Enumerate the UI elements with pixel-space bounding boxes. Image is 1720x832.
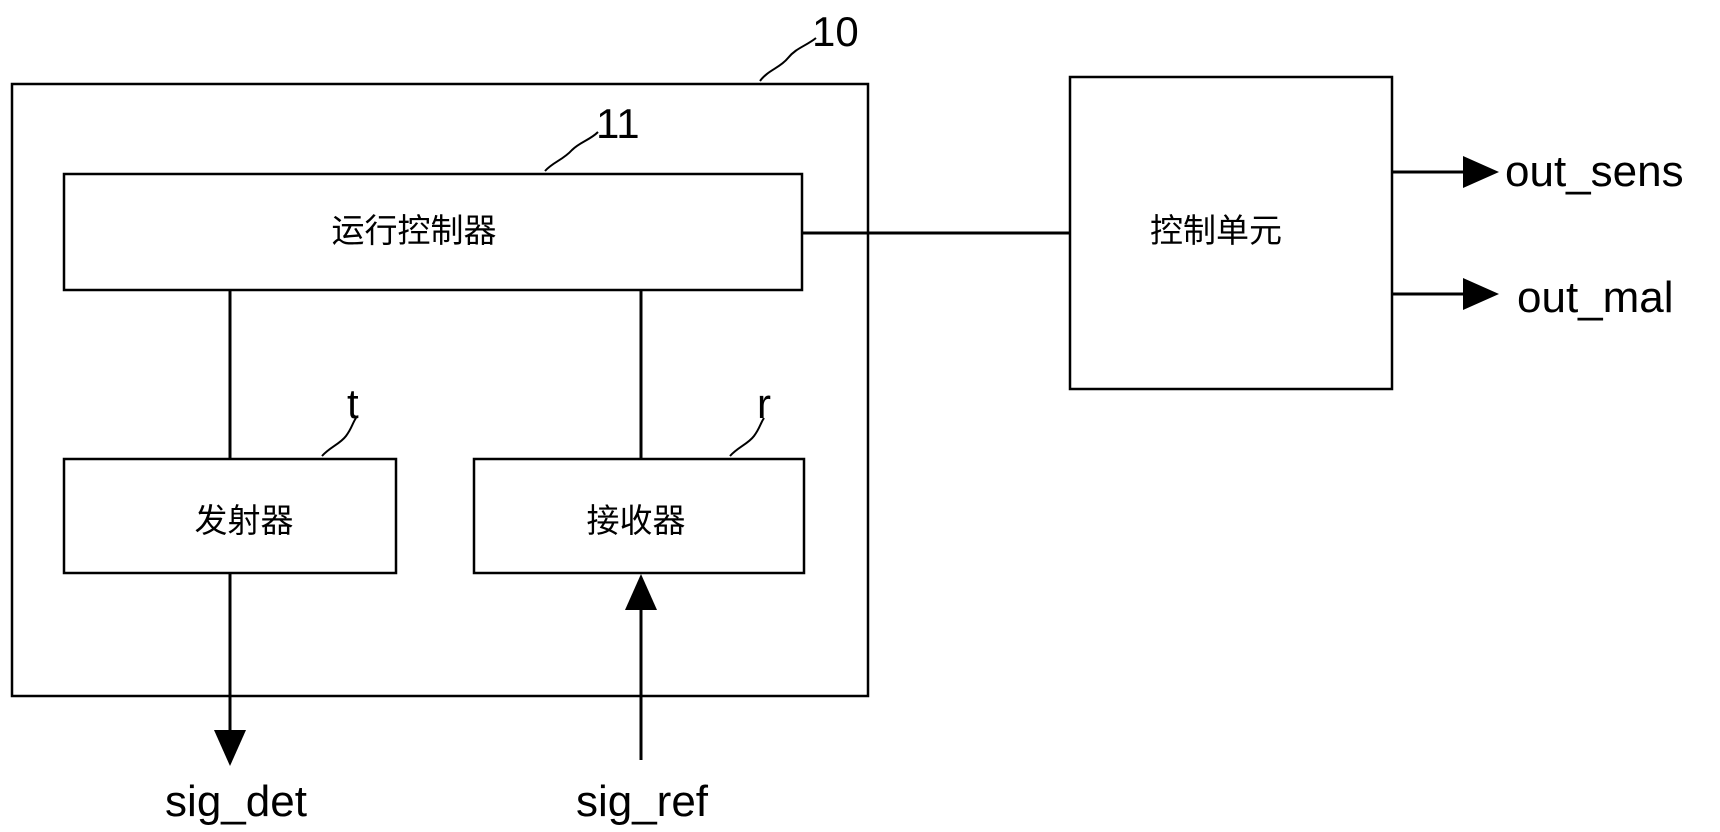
out-mal-arrowhead xyxy=(1463,278,1499,310)
receiver-ref: r xyxy=(757,380,771,427)
transmitter-label: 发射器 xyxy=(195,501,294,540)
sig-ref-label: sig_ref xyxy=(576,777,709,826)
sig-ref-arrowhead xyxy=(625,574,657,610)
out-mal-label: out_mal xyxy=(1517,273,1674,322)
control-unit-label: 控制单元 xyxy=(1150,211,1282,250)
receiver-box xyxy=(472,457,806,575)
transmitter-ref: t xyxy=(347,380,359,427)
control-unit-box xyxy=(1068,75,1394,391)
run-controller-label: 运行控制器 xyxy=(332,211,497,250)
out-sens-label: out_sens xyxy=(1505,147,1684,196)
receiver-label: 接收器 xyxy=(587,501,686,540)
run-controller-leader xyxy=(544,131,599,172)
transmitter-leader xyxy=(321,417,357,457)
receiver-leader xyxy=(729,417,765,457)
run-controller-box xyxy=(62,172,804,292)
out-sens-arrowhead xyxy=(1463,156,1499,188)
outer-module-leader xyxy=(759,37,817,82)
sig-det-label: sig_det xyxy=(165,777,307,826)
outer-module-ref: 10 xyxy=(812,8,859,55)
run-controller-ref: 11 xyxy=(596,100,640,147)
sig-det-arrowhead xyxy=(214,730,246,766)
